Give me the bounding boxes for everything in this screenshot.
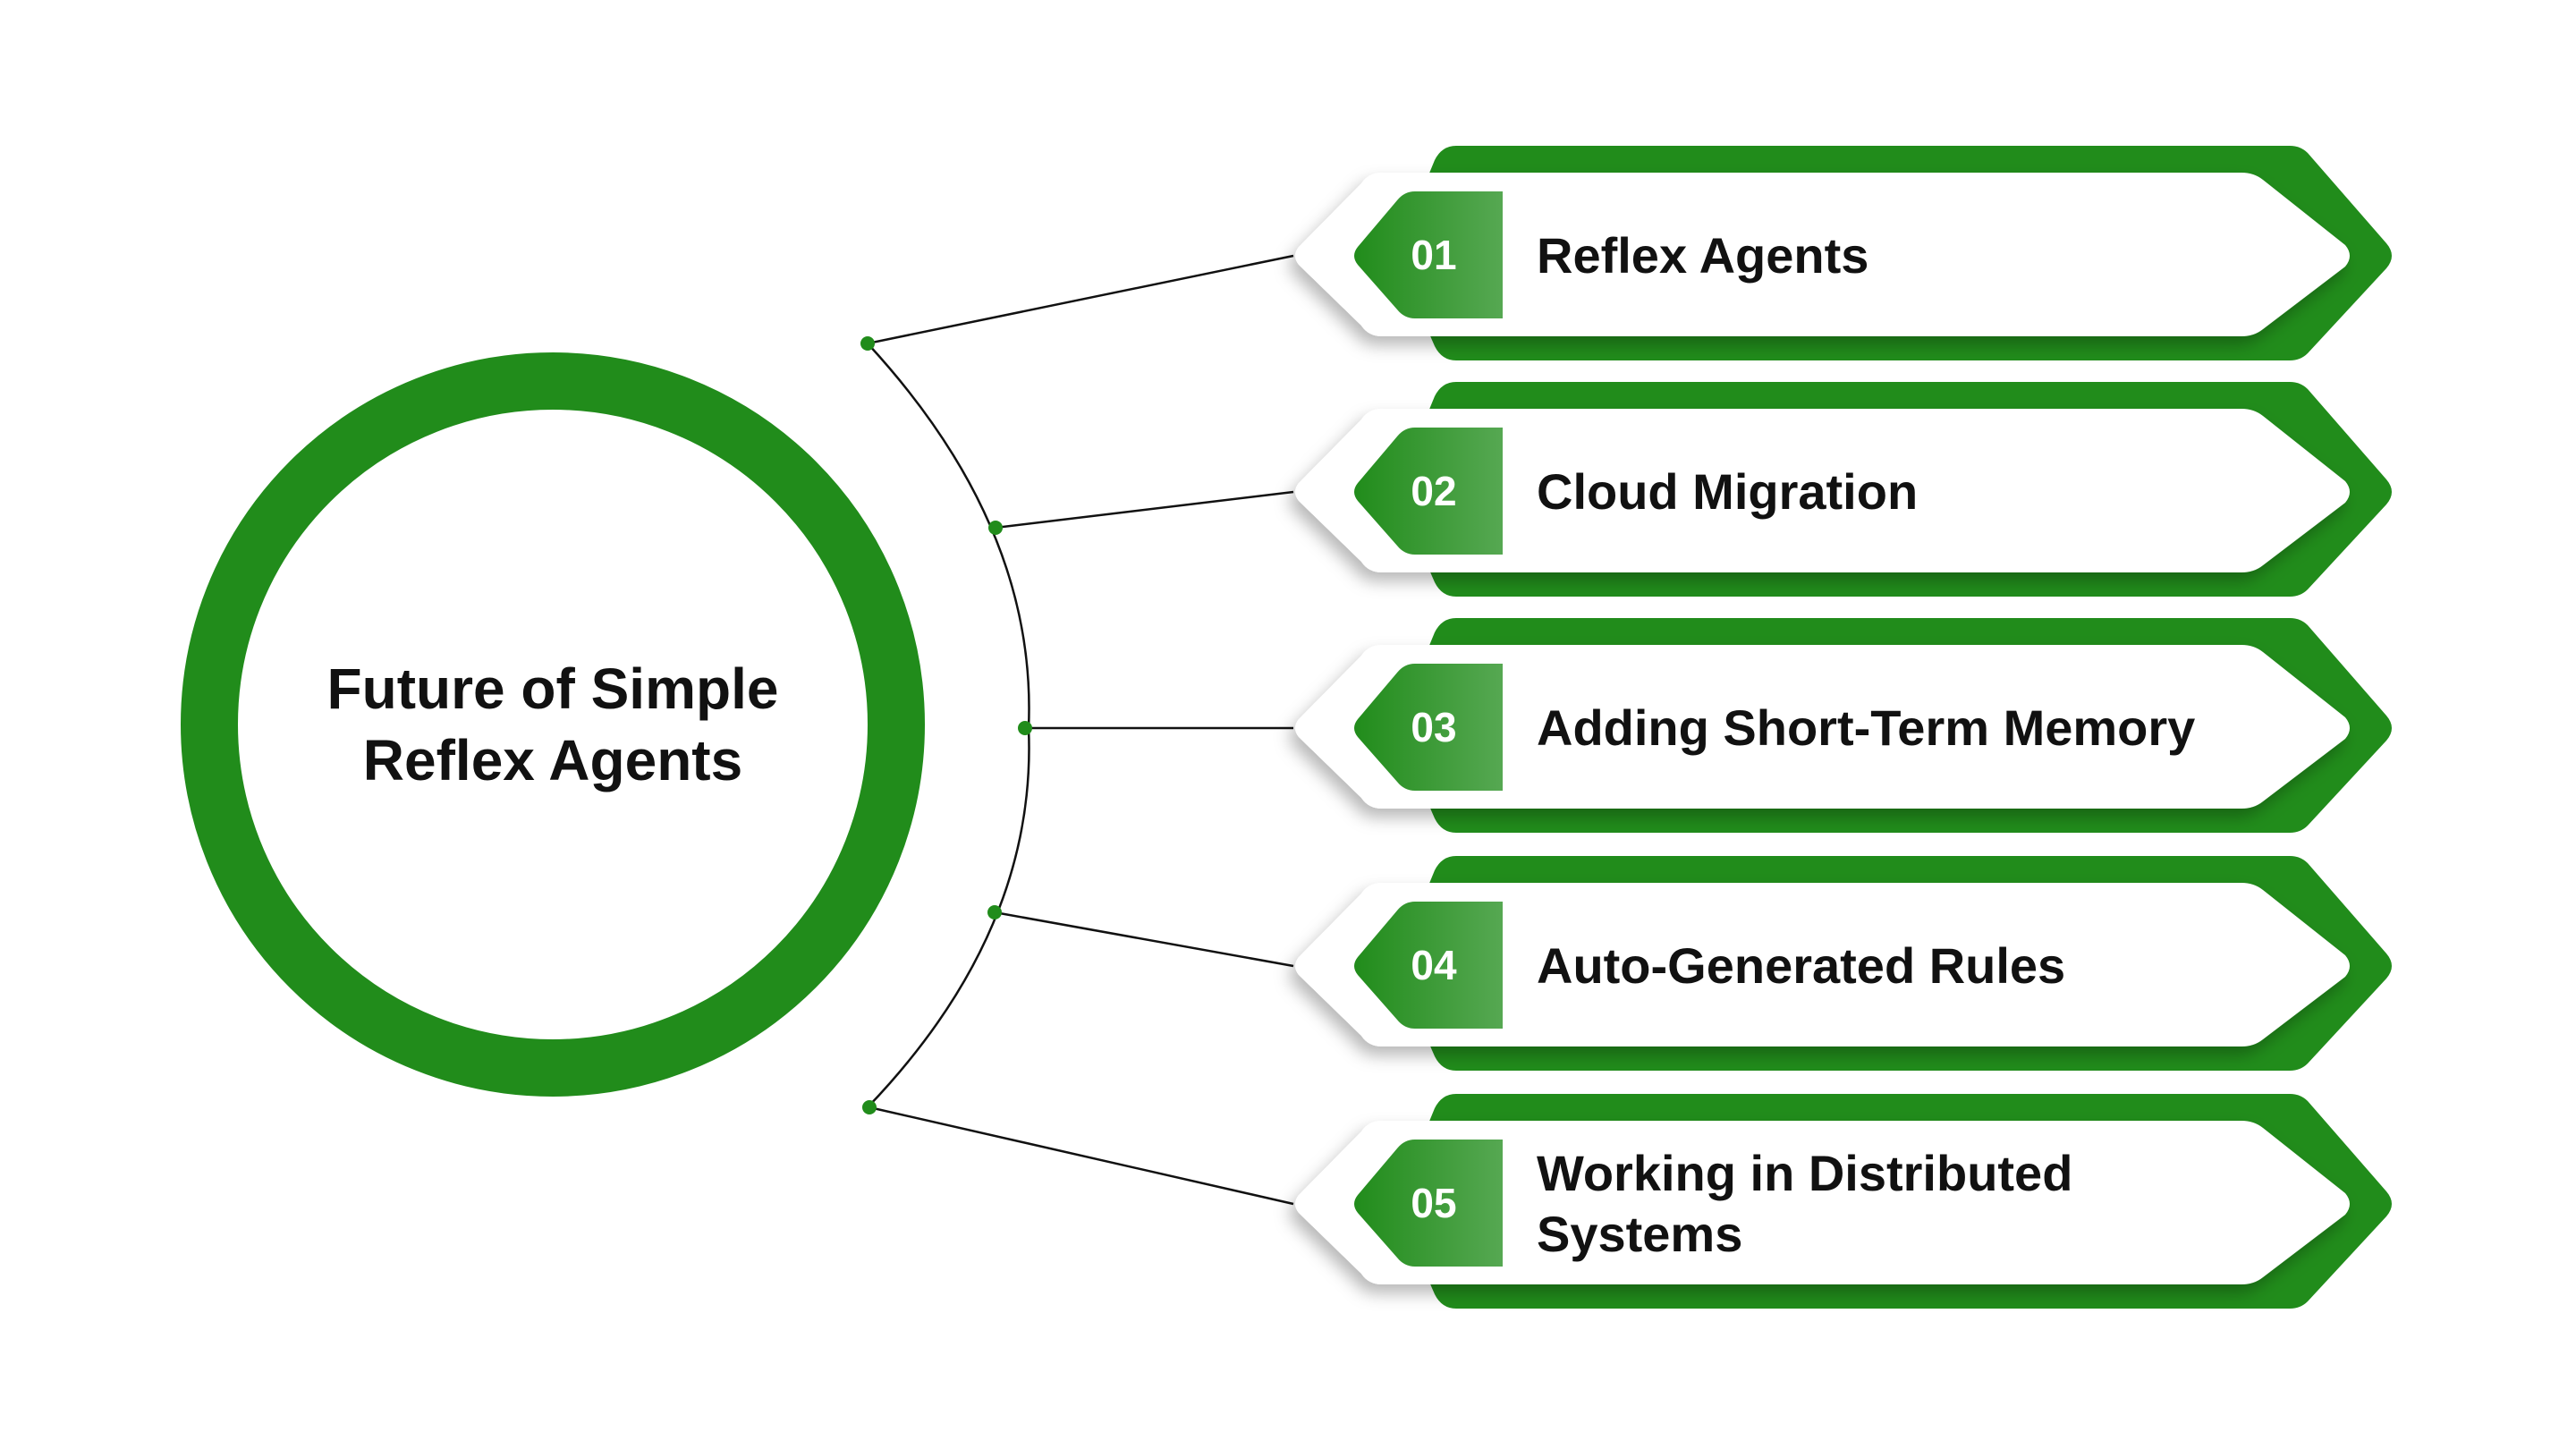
center-title: Future of Simple Reflex Agents	[326, 657, 779, 792]
number-badge	[1354, 1140, 1503, 1267]
item-02	[988, 382, 2392, 597]
card-body	[1295, 645, 2350, 809]
number-badge	[1354, 664, 1503, 791]
center-ring	[181, 352, 925, 1097]
item-04	[987, 856, 2392, 1071]
card-body	[1295, 173, 2350, 336]
item-01	[860, 146, 2392, 360]
connector-dot	[862, 1100, 877, 1114]
item-number: 02	[1411, 468, 1457, 514]
connector-dot	[988, 521, 1003, 535]
number-badge	[1354, 428, 1503, 555]
connector-line	[994, 911, 1294, 968]
connector-line	[869, 1106, 1294, 1206]
card-body	[1295, 409, 2350, 572]
card-body	[1295, 883, 2350, 1046]
item-label: Working in Distributed Systems	[1537, 1145, 2073, 1262]
item-number: 01	[1411, 232, 1457, 278]
item-number: 03	[1411, 704, 1457, 750]
connector-line	[867, 254, 1294, 345]
item-05	[862, 1094, 2392, 1309]
item-label: Auto-Generated Rules	[1537, 937, 2066, 994]
card-body	[1295, 1121, 2350, 1284]
items-layer	[860, 146, 2392, 1309]
item-label: Adding Short-Term Memory	[1537, 699, 2196, 756]
item-label: Cloud Migration	[1537, 463, 1919, 520]
connector-dot	[860, 336, 875, 351]
number-badge	[1354, 902, 1503, 1029]
item-number: 04	[1411, 942, 1457, 988]
item-03	[1018, 618, 2392, 833]
number-badge	[1354, 191, 1503, 318]
item-label: Reflex Agents	[1537, 227, 1869, 284]
connector-line	[995, 490, 1294, 530]
connector-dot	[1018, 721, 1032, 735]
item-number: 05	[1411, 1180, 1457, 1226]
connector-dot	[987, 905, 1002, 919]
